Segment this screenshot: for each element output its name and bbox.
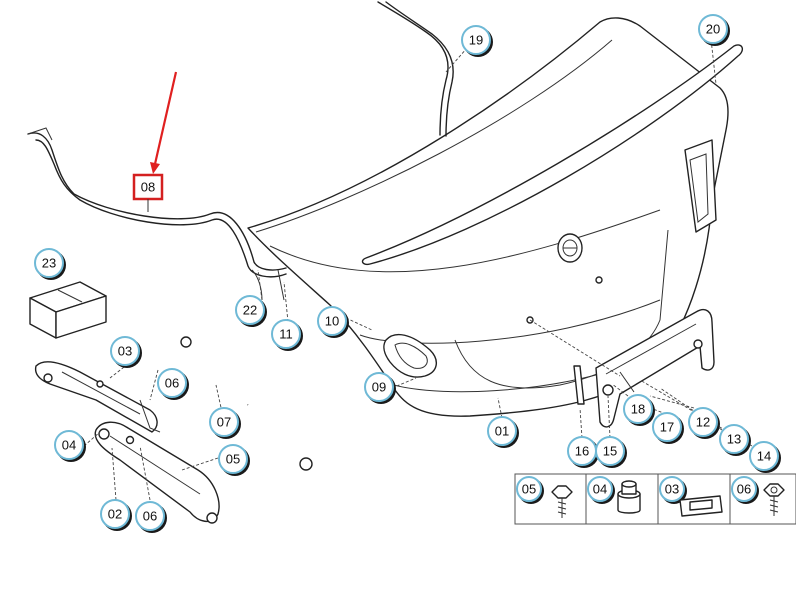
callout-09[interactable]: 09	[364, 372, 396, 404]
callout-18[interactable]: 18	[623, 394, 655, 426]
svg-text:20: 20	[706, 22, 720, 37]
callout-06-lower[interactable]: 06	[135, 501, 167, 533]
svg-text:17: 17	[660, 420, 674, 435]
svg-text:06: 06	[737, 482, 751, 497]
callout-06-upper[interactable]: 06	[157, 368, 189, 400]
callout-group: 19 20 23 22 11 10 03 06 07 09 01 04 05 0…	[34, 14, 781, 533]
svg-text:16: 16	[575, 444, 589, 459]
legend-cell-04[interactable]: 04	[587, 476, 641, 514]
screw-icon	[763, 483, 785, 516]
callout-13[interactable]: 13	[719, 424, 751, 456]
leader-lines	[83, 29, 753, 501]
svg-text:19: 19	[469, 33, 483, 48]
svg-text:05: 05	[226, 452, 240, 467]
legend-cell-05[interactable]: 05	[516, 476, 573, 518]
bracket-assembly	[595, 308, 715, 428]
svg-text:04: 04	[593, 482, 607, 497]
hinge-assembly	[34, 361, 220, 524]
part-box-23	[29, 281, 107, 339]
svg-text:11: 11	[279, 327, 293, 342]
cable-19	[377, 1, 449, 136]
svg-text:10: 10	[325, 314, 339, 329]
svg-text:14: 14	[757, 449, 771, 464]
legend-cell-06[interactable]: 06	[731, 476, 785, 516]
callout-20[interactable]: 20	[698, 14, 730, 46]
svg-text:03: 03	[118, 344, 132, 359]
svg-text:22: 22	[243, 303, 257, 318]
svg-text:06: 06	[165, 376, 179, 391]
callout-05-diagram[interactable]: 05	[218, 444, 250, 476]
gas-strut-07	[180, 336, 313, 471]
legend-cell-03[interactable]: 03	[659, 476, 723, 517]
svg-text:18: 18	[631, 402, 645, 417]
svg-text:04: 04	[62, 438, 76, 453]
callout-15[interactable]: 15	[595, 436, 627, 468]
callout-14[interactable]: 14	[749, 441, 781, 473]
rear-spoiler	[361, 44, 744, 266]
hex-bolt-icon	[551, 485, 573, 518]
pin-16	[573, 365, 585, 405]
svg-text:03: 03	[665, 482, 679, 497]
svg-text:15: 15	[603, 444, 617, 459]
brand-emblem	[557, 233, 583, 263]
svg-text:01: 01	[495, 424, 509, 439]
highlight-arrow	[150, 71, 178, 174]
svg-text:06: 06	[143, 509, 157, 524]
grommet-icon	[617, 480, 641, 514]
highlight-label-08: 08	[132, 173, 164, 212]
highlight-label-text: 08	[141, 180, 155, 195]
callout-22[interactable]: 22	[235, 295, 267, 327]
callout-23[interactable]: 23	[34, 248, 66, 280]
parts-legend-table: 05 04 03	[514, 473, 796, 525]
svg-text:02: 02	[108, 507, 122, 522]
callout-04-diagram[interactable]: 04	[54, 430, 86, 462]
callout-01[interactable]: 01	[487, 416, 519, 448]
callout-07[interactable]: 07	[209, 407, 241, 439]
trunk-lid	[247, 17, 729, 417]
callout-12[interactable]: 12	[688, 407, 720, 439]
svg-text:09: 09	[372, 380, 386, 395]
callout-03-diagram[interactable]: 03	[110, 336, 142, 368]
callout-10[interactable]: 10	[317, 306, 349, 338]
callout-17[interactable]: 17	[652, 412, 684, 444]
clip-icon	[679, 495, 723, 517]
callout-11[interactable]: 11	[271, 319, 303, 351]
svg-text:13: 13	[727, 432, 741, 447]
callout-19[interactable]: 19	[461, 25, 493, 57]
callout-02[interactable]: 02	[100, 499, 132, 531]
svg-text:05: 05	[522, 482, 536, 497]
svg-text:23: 23	[42, 256, 56, 271]
svg-text:12: 12	[696, 415, 710, 430]
callout-16[interactable]: 16	[567, 436, 599, 468]
svg-text:07: 07	[217, 415, 231, 430]
